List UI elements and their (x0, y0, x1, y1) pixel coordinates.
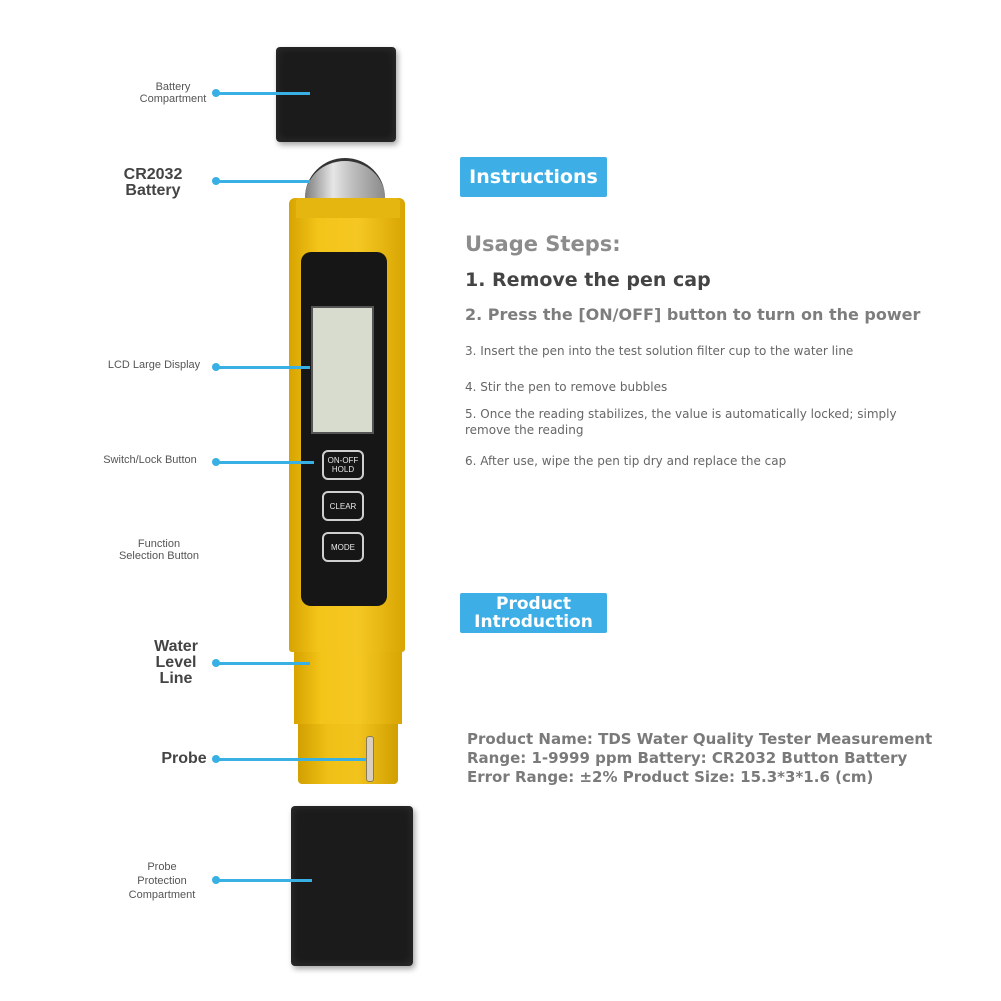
leader-line (218, 461, 314, 464)
leader-dot (212, 177, 220, 185)
leader-dot (212, 458, 220, 466)
leader-dot (212, 659, 220, 667)
lcd-screen (311, 306, 374, 434)
instructions-badge: Instructions (460, 157, 607, 197)
product-introduction-badge: Product Introduction (460, 593, 607, 633)
leader-dot (212, 89, 220, 97)
leader-line (218, 758, 366, 761)
label-water-level-line: Water Level Line (154, 638, 198, 687)
leader-line (218, 879, 312, 882)
leader-dot (212, 876, 220, 884)
label-probe: Probe (161, 750, 207, 767)
step-2: 2. Press the [ON/OFF] button to turn on … (465, 305, 921, 324)
leader-dot (212, 363, 220, 371)
probe-electrode (366, 736, 374, 782)
pen-top (296, 198, 400, 218)
label-probe-protection-compartment: Probe Protection Compartment (128, 861, 196, 901)
product-description: Product Name: TDS Water Quality Tester M… (467, 730, 933, 786)
probe-cap (291, 806, 413, 966)
leader-line (218, 180, 310, 183)
label-switch-lock-button: Switch/Lock Button (103, 454, 197, 466)
pen-tip (298, 724, 398, 784)
step-3: 3. Insert the pen into the test solution… (465, 344, 854, 358)
label-function-selection-button: Function Selection Button (118, 538, 200, 562)
clear-button[interactable]: CLEAR (322, 491, 364, 521)
pen-neck (294, 652, 402, 724)
usage-steps-heading: Usage Steps: (465, 232, 621, 256)
leader-line (218, 662, 310, 665)
label-cr2032-battery: CR2032 Battery (123, 166, 183, 199)
label-lcd-display: LCD Large Display (107, 359, 201, 371)
step-1: 1. Remove the pen cap (465, 269, 711, 291)
mode-button[interactable]: MODE (322, 532, 364, 562)
step-5: 5. Once the reading stabilizes, the valu… (465, 407, 897, 437)
label-battery-compartment: Battery Compartment (139, 81, 207, 105)
leader-line (218, 92, 310, 95)
step-4: 4. Stir the pen to remove bubbles (465, 380, 668, 394)
step-6: 6. After use, wipe the pen tip dry and r… (465, 454, 787, 468)
leader-line (218, 366, 310, 369)
on-off-hold-button[interactable]: ON-OFF HOLD (322, 450, 364, 480)
leader-dot (212, 755, 220, 763)
